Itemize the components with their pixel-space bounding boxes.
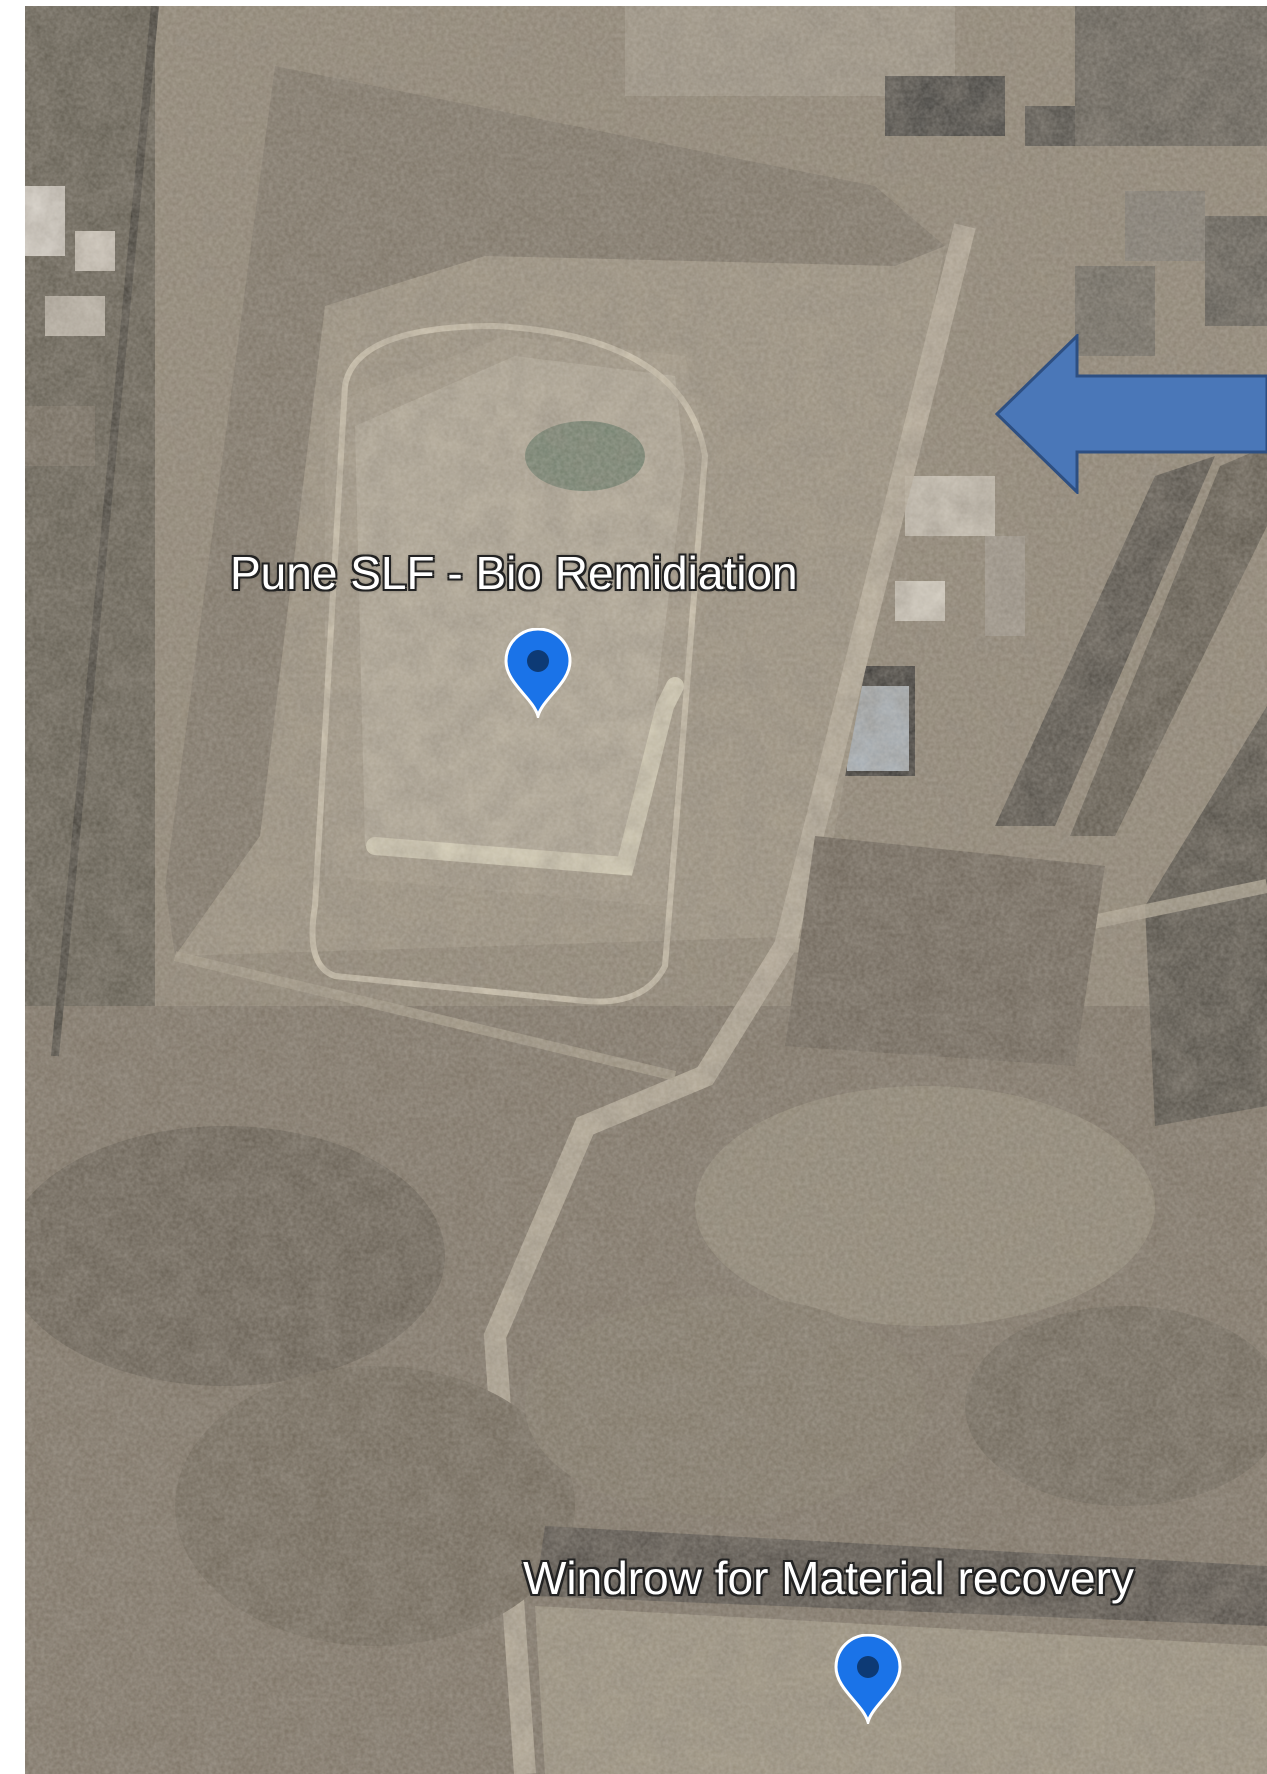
left-arrow-icon [994, 332, 1267, 499]
satellite-map[interactable]: Pune SLF - Bio Remidiation Windrow for M… [25, 6, 1267, 1774]
marker-label-windrow: Windrow for Material recovery [523, 1552, 1134, 1604]
map-pin-icon[interactable] [503, 627, 573, 723]
map-pin-icon[interactable] [833, 1633, 903, 1729]
marker-label-pune-slf: Pune SLF - Bio Remidiation [230, 547, 798, 599]
satellite-imagery [25, 6, 1267, 1774]
